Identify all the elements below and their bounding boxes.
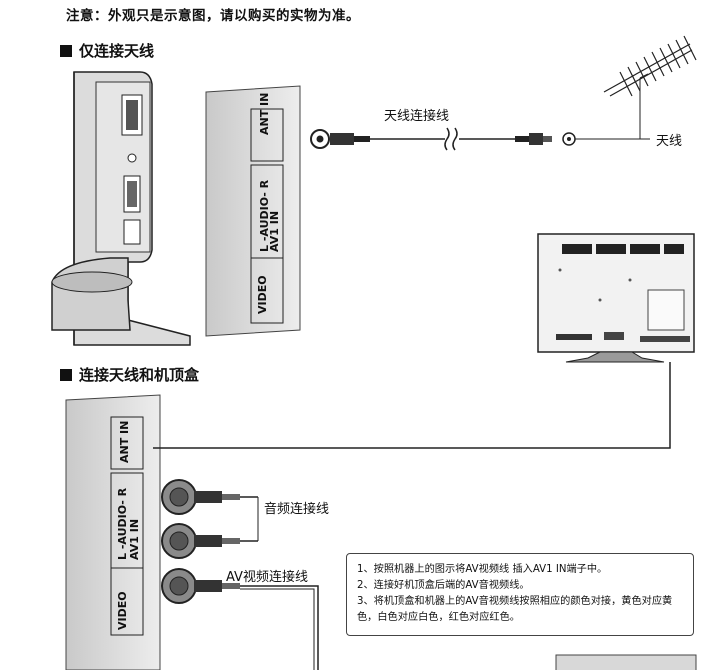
rca-video: [161, 568, 319, 670]
label-video-top: VIDEO: [256, 275, 269, 314]
label-av1-in-bottom: AV1 IN: [128, 518, 141, 560]
antenna-cable-top: [310, 78, 641, 151]
disclaimer-note: 注意：外观只是示意图，请以购买的实物为准。: [66, 8, 360, 24]
antenna-label: 天线: [656, 134, 683, 149]
antenna-cable-label: 天线连接线: [384, 109, 450, 124]
section-title-antenna-stb: 连接天线和机顶盒: [60, 364, 199, 385]
section-title-antenna-only: 仅连接天线: [60, 40, 154, 61]
label-ant-in-bottom: ANT IN: [118, 420, 131, 463]
audio-cable-label: 音频连接线: [264, 502, 330, 517]
bullet-square-icon: [60, 368, 72, 381]
instruction-step-2: 2、连接好机顶盒后端的AV音视频线。: [357, 580, 530, 591]
connection-panel-top: [205, 85, 301, 337]
connection-panel-bottom: [65, 394, 161, 670]
set-top-box-illustration: [555, 654, 697, 670]
tv-rear-illustration: [537, 233, 695, 363]
antenna-illustration: [603, 35, 697, 97]
section-title-antenna-only-label: 仅连接天线: [79, 42, 155, 60]
label-av1-in-top: AV1 IN: [268, 210, 281, 252]
antenna-cable-bottom: [153, 362, 671, 449]
instruction-box: 1、按照机器上的图示将AV视频线 插入AV1 IN端子中。 2、连接好机顶盒后端…: [346, 553, 694, 636]
instruction-step-1: 1、按照机器上的图示将AV视频线 插入AV1 IN端子中。: [357, 564, 608, 575]
rca-audio-right: [161, 523, 258, 559]
av-video-cable-label: AV视频连接线: [226, 570, 308, 585]
tv-side-illustration: [51, 71, 191, 346]
rca-audio-left: [161, 479, 258, 515]
label-video-bottom: VIDEO: [116, 591, 129, 630]
label-ant-in-top: ANT IN: [258, 92, 271, 135]
section-title-antenna-stb-label: 连接天线和机顶盒: [79, 366, 200, 384]
bullet-square-icon: [60, 44, 72, 57]
instruction-step-3: 3、将机顶盒和机器上的AV音视频线按照相应的颜色对接，黄色对应黄色，白色对应白色…: [357, 596, 673, 623]
